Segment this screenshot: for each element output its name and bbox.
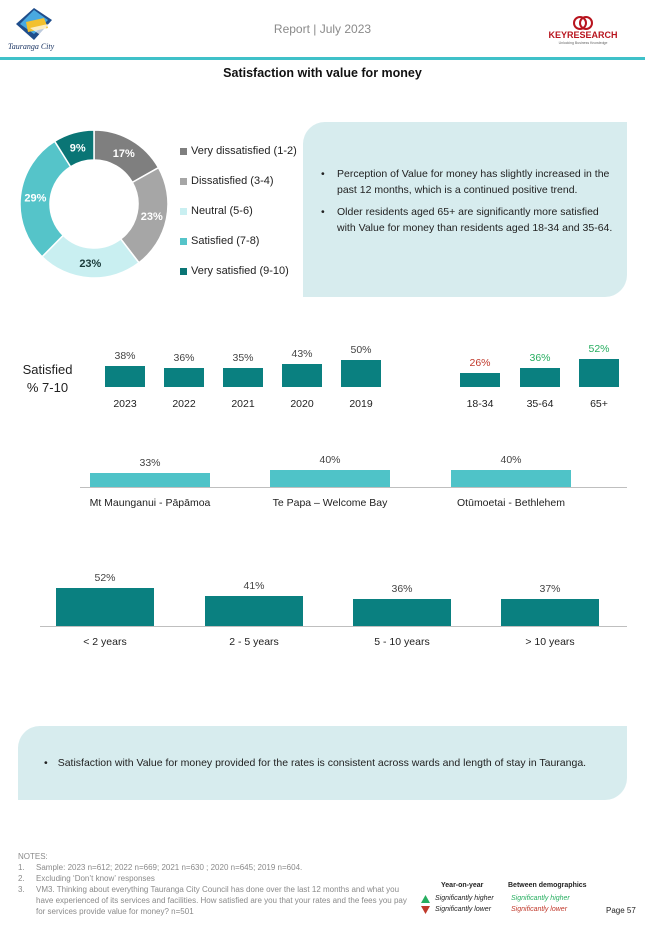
bar xyxy=(579,358,619,387)
bar xyxy=(451,470,571,487)
category-label: < 2 years xyxy=(83,636,127,648)
bar-value-label: 38% xyxy=(114,350,136,363)
legend-item: Neutral (5-6) xyxy=(180,196,297,226)
legend-swatch xyxy=(180,237,187,245)
bar xyxy=(90,473,210,487)
donut-slice-label: 9% xyxy=(70,142,86,154)
bar-value-label: 40% xyxy=(319,454,341,467)
bar xyxy=(341,360,381,387)
category-label: > 10 years xyxy=(525,636,575,648)
bar xyxy=(353,599,451,626)
bar-value-label: 33% xyxy=(139,457,161,470)
bar xyxy=(56,587,154,626)
demo-lower-label: Significantly lower xyxy=(511,906,568,913)
bar-value-label: 36% xyxy=(173,351,195,364)
category-label: 2022 xyxy=(172,398,196,410)
category-label: Te Papa – Welcome Bay xyxy=(272,497,388,509)
callout-bullet: Older residents aged 65+ are significant… xyxy=(321,204,613,236)
tauranga-logo-text: Tauranga City xyxy=(8,42,55,51)
axis-line xyxy=(80,487,627,488)
legend-item: Dissatisfied (3-4) xyxy=(180,166,297,196)
notes: NOTES: 1.Sample: 2023 n=612; 2022 n=669;… xyxy=(18,851,408,917)
legend-label: Very dissatisfied (1-2) xyxy=(191,145,297,157)
header-rule xyxy=(0,57,645,60)
notes-heading: NOTES: xyxy=(18,852,48,861)
category-label: Otūmoetai - Bethlehem xyxy=(457,497,565,509)
summary-text: Satisfaction with Value for money provid… xyxy=(44,757,586,769)
bar-value-label: 35% xyxy=(232,352,254,365)
category-label: 5 - 10 years xyxy=(374,636,430,648)
category-label: 65+ xyxy=(590,398,608,410)
bar-value-label: 26% xyxy=(469,356,491,369)
bar xyxy=(270,470,390,487)
summary-box: Satisfaction with Value for money provid… xyxy=(18,726,627,800)
yoy-lower-label: Significantly lower xyxy=(435,906,492,913)
bar xyxy=(223,368,263,387)
tauranga-logo xyxy=(8,4,78,56)
legend-swatch xyxy=(180,267,187,275)
bar-value-label: 41% xyxy=(243,579,265,592)
yoy-higher-label: Significantly higher xyxy=(435,895,494,902)
legend-item: Very satisfied (9-10) xyxy=(180,256,297,286)
keyresearch-logo-text: KEYRESEARCH xyxy=(548,30,617,40)
demographics-heading: Between demographics xyxy=(508,882,587,889)
demo-higher-label: Significantly higher xyxy=(511,895,570,902)
satisfaction-donut-chart: 17% 23% 23% 29% 9% xyxy=(19,129,169,279)
section-title: Satisfaction with value for money xyxy=(223,66,422,80)
page-number: Page 57 xyxy=(606,906,636,915)
legend-label: Very satisfied (9-10) xyxy=(191,265,289,277)
category-label: 2019 xyxy=(349,398,373,410)
legend-label: Neutral (5-6) xyxy=(191,205,253,217)
bar-value-label: 52% xyxy=(588,342,610,355)
category-label: 35-64 xyxy=(526,398,554,410)
bar-value-label: 37% xyxy=(539,582,561,595)
legend-swatch xyxy=(180,147,187,155)
satisfied-label: Satisfied % 7-10 xyxy=(22,362,73,395)
bar-value-label: 40% xyxy=(500,454,522,467)
legend-label: Dissatisfied (3-4) xyxy=(191,175,274,187)
legend-item: Satisfied (7-8) xyxy=(180,226,297,256)
bar xyxy=(501,598,599,626)
donut-legend: Very dissatisfied (1-2) Dissatisfied (3-4… xyxy=(180,136,297,286)
bar xyxy=(520,367,560,387)
donut-slice-label: 23% xyxy=(79,258,101,270)
keyresearch-logo: KEYRESEARCH Unlocking Business Knowledge xyxy=(538,16,628,46)
callout-box: Perception of Value for money has slight… xyxy=(303,122,627,297)
bar-value-label: 36% xyxy=(529,351,551,364)
bar xyxy=(105,366,145,387)
bar xyxy=(205,595,303,626)
note-item: 3.VM3. Thinking about everything Taurang… xyxy=(18,885,407,916)
report-title: Report | July 2023 xyxy=(273,22,372,36)
triangle-up-icon xyxy=(421,895,430,903)
legend-swatch xyxy=(180,177,187,185)
yoy-heading: Year-on-year xyxy=(441,882,484,889)
legend-item: Very dissatisfied (1-2) xyxy=(180,136,297,166)
legend-swatch xyxy=(180,207,187,215)
note-item: 1.Sample: 2023 n=612; 2022 n=669; 2021 n… xyxy=(18,863,303,872)
donut-slice-label: 23% xyxy=(141,211,163,223)
bar xyxy=(164,367,204,387)
bar xyxy=(460,372,500,387)
bar-value-label: 43% xyxy=(291,347,313,360)
donut-slice-label: 17% xyxy=(113,148,135,160)
keyresearch-logo-subtext: Unlocking Business Knowledge xyxy=(559,41,608,45)
category-label: 2 - 5 years xyxy=(229,636,279,648)
bar-value-label: 50% xyxy=(350,344,372,356)
bar-value-label: 36% xyxy=(391,583,413,596)
legend-label: Satisfied (7-8) xyxy=(191,235,260,247)
donut-slice-label: 29% xyxy=(24,193,46,205)
callout-bullet: Perception of Value for money has slight… xyxy=(321,166,613,198)
bar xyxy=(282,363,322,387)
triangle-down-icon xyxy=(421,906,430,914)
category-label: Mt Maunganui - Pāpāmoa xyxy=(89,497,211,509)
axis-line xyxy=(40,626,627,627)
category-label: 2023 xyxy=(113,398,137,410)
category-label: 2021 xyxy=(231,398,255,410)
category-label: 18-34 xyxy=(466,398,494,410)
donut-slice xyxy=(53,129,95,168)
category-label: 2020 xyxy=(290,398,314,410)
bar-value-label: 52% xyxy=(94,571,116,584)
note-item: 2.Excluding ‘Don’t know’ responses xyxy=(18,874,155,883)
